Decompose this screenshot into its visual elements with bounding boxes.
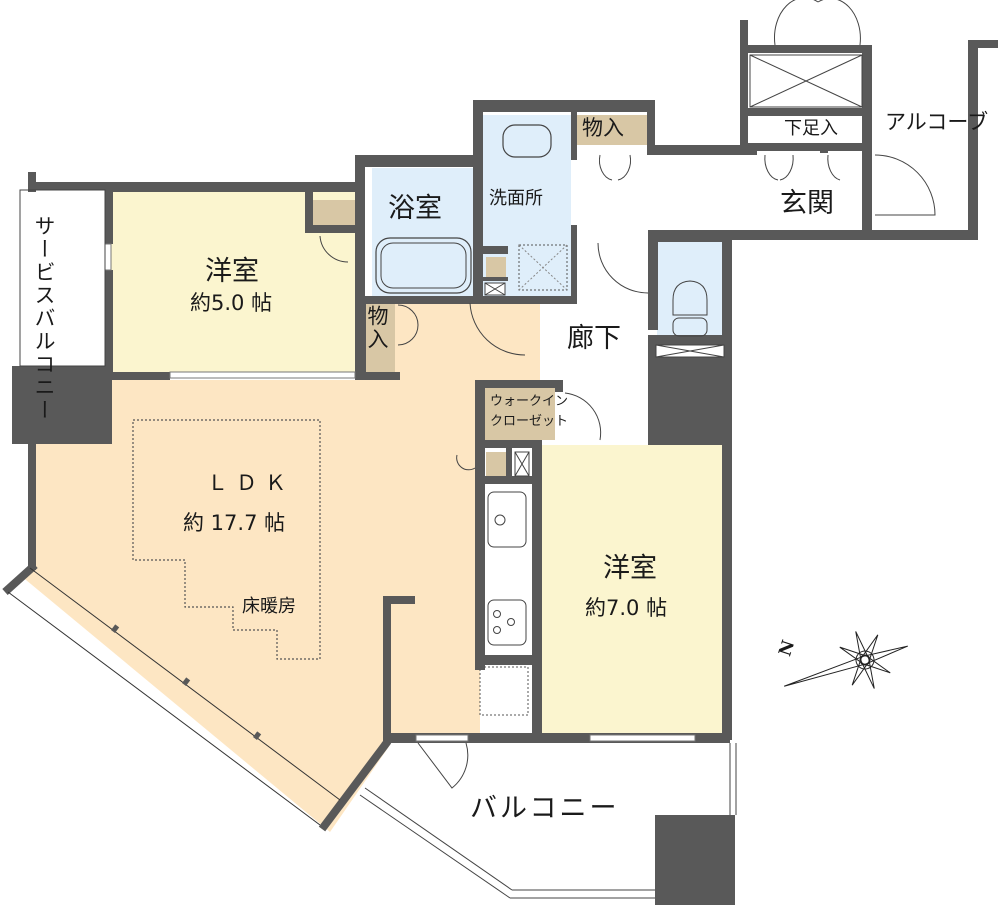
western-room-2-floor (540, 445, 725, 735)
shoe-storage-label: 下足入 (784, 118, 838, 139)
storage-top-floor (575, 115, 647, 145)
bath-niche-floor (486, 257, 506, 277)
washing-machine-pan (518, 244, 568, 291)
wic-label-line1: ウォークイン (490, 394, 569, 409)
western-room-1-area: 約5.0 帖 (190, 291, 273, 315)
ldk-name: ＬＤＫ (207, 471, 294, 495)
western-room-2-area: 約7.0 帖 (585, 596, 668, 620)
toilet-icon (672, 280, 708, 316)
western-room-2-name: 洋室 (603, 553, 657, 584)
fridge-space (479, 666, 529, 716)
alcove-label: アルコーブ (885, 110, 989, 134)
service-balcony-label: サービスバルコニー (32, 215, 56, 422)
wic-label-line2: クローゼット (490, 414, 569, 429)
storage-top-label: 物入 (582, 116, 624, 140)
entrance-label: 玄関 (780, 188, 834, 219)
floor-heating-label: 床暖房 (242, 596, 296, 617)
balcony-label: バルコニー (470, 793, 620, 824)
windows (104, 243, 696, 742)
washbasin-icon (502, 124, 552, 158)
service-balcony-outline (19, 189, 106, 367)
ldk-area: 約 17.7 帖 (183, 511, 286, 535)
western-room-1-name: 洋室 (205, 256, 259, 287)
bathroom-label: 浴室 (388, 193, 442, 224)
angled-walls (2, 562, 737, 899)
bathtub-icon (375, 237, 472, 294)
walls (12, 20, 998, 905)
door-swings (319, 0, 936, 789)
closet-5jo-floor (313, 200, 355, 225)
stove-icon (487, 599, 527, 646)
floor-heating-outline (132, 419, 321, 660)
kitchen-sink-icon (487, 491, 527, 548)
small-storage-floor (486, 452, 508, 476)
ldk-floor (20, 300, 540, 832)
wic-floor (485, 388, 555, 440)
storage-left-label: 物入 (365, 305, 389, 351)
storage-left-floor (365, 302, 395, 372)
pipe-spaces (484, 54, 863, 477)
washroom-label: 洗面所 (489, 188, 543, 209)
compass-rose-icon (783, 631, 908, 689)
hallway-label: 廊下 (567, 323, 621, 354)
toilet-floor (657, 240, 725, 337)
